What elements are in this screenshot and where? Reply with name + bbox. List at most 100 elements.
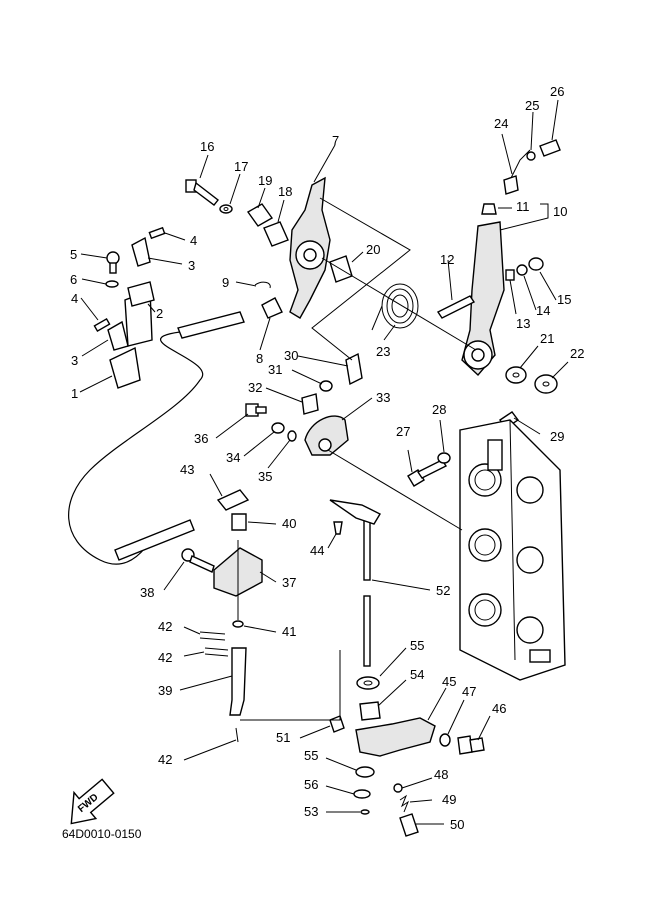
rod-24: [509, 149, 531, 181]
callout-25: 25: [525, 98, 539, 113]
callout-18: 18: [278, 184, 292, 199]
link-rod-39: [229, 647, 247, 716]
callout-36: 36: [194, 431, 208, 446]
callout-41: 41: [282, 624, 296, 639]
collar-19: [246, 203, 274, 227]
callout-15: 15: [557, 292, 571, 307]
callout-10: 10: [553, 204, 567, 219]
plug-50: [399, 813, 419, 837]
callout-21: 21: [540, 331, 554, 346]
bolt-5: [106, 251, 120, 274]
collar-32: [301, 393, 319, 415]
callout-55-lower: 55: [304, 748, 318, 763]
clip-42-b: [204, 647, 229, 657]
lever-45: [355, 717, 436, 757]
bolt-27: [407, 459, 448, 487]
bolt-36: [245, 403, 267, 417]
callout-30: 30: [284, 348, 298, 363]
clip-3-upper: [131, 236, 151, 267]
cable-sleeve-lower: [114, 519, 195, 561]
callout-3-upper: 3: [188, 258, 195, 273]
washer-47: [439, 733, 451, 747]
callout-28: 28: [432, 402, 446, 417]
callout-33: 33: [376, 390, 390, 405]
drawing-code: 64D0010-0150: [62, 827, 142, 841]
callout-52: 52: [436, 583, 450, 598]
callout-32: 32: [248, 380, 262, 395]
callout-14: 14: [536, 303, 550, 318]
callout-55-upper: 55: [410, 638, 424, 653]
collar-40: [231, 513, 247, 531]
cam-33-hub: [318, 438, 332, 452]
callout-3-lower: 3: [71, 353, 78, 368]
pin-4-upper: [148, 226, 166, 240]
pin-44: [333, 521, 343, 535]
callout-42-c: 42: [158, 752, 172, 767]
intake-manifold: [459, 419, 566, 681]
callout-42-b: 42: [158, 650, 172, 665]
ball-48: [393, 783, 403, 793]
lever-7-hole: [303, 248, 317, 262]
callout-6: 6: [70, 272, 77, 287]
cam-33: [304, 415, 349, 456]
washer-55-upper: [356, 676, 380, 690]
callout-27: 27: [396, 424, 410, 439]
clip-53: [360, 809, 370, 815]
cable-sleeve-upper: [177, 311, 245, 339]
rod-24-end: [503, 175, 519, 195]
callout-44: 44: [310, 543, 324, 558]
callout-23: 23: [376, 344, 390, 359]
bracket-2: [127, 281, 155, 307]
bolt-46: [457, 735, 485, 755]
screw-51: [329, 715, 345, 733]
cap-15: [528, 257, 544, 271]
callout-5: 5: [70, 247, 77, 262]
callout-46: 46: [492, 701, 506, 716]
bushing-18: [263, 221, 289, 247]
callout-34: 34: [226, 450, 240, 465]
washer-22: [534, 374, 558, 394]
lever-10-hole: [471, 348, 485, 362]
ball-joint-8: [261, 297, 283, 319]
callout-50: 50: [450, 817, 464, 832]
callout-29: 29: [550, 429, 564, 444]
callout-16: 16: [200, 139, 214, 154]
spring-13: [505, 269, 515, 281]
callout-47: 47: [462, 684, 476, 699]
callout-26: 26: [550, 84, 564, 99]
callout-labels: 1 2 3 3 4 4 5 6 7 8 9 10 11 12 13 14 15 …: [70, 84, 584, 832]
bolt-38: [181, 548, 215, 573]
callout-35: 35: [258, 469, 272, 484]
throttle-cable: [68, 331, 204, 565]
callout-51: 51: [276, 730, 290, 745]
callout-53: 53: [304, 804, 318, 819]
callout-1: 1: [71, 386, 78, 401]
callout-38: 38: [140, 585, 154, 600]
callout-56: 56: [304, 777, 318, 792]
callout-43: 43: [180, 462, 194, 477]
bolt-16: [185, 179, 219, 206]
callout-4-lower: 4: [71, 291, 78, 306]
callout-37: 37: [282, 575, 296, 590]
callout-11: 11: [516, 199, 530, 214]
spring-23: [371, 283, 419, 331]
leader-lines: [79, 99, 569, 825]
washer-55-lower: [355, 766, 375, 778]
ball-joint-30: [345, 352, 363, 386]
callout-4-upper: 4: [190, 233, 197, 248]
callout-48: 48: [434, 767, 448, 782]
callout-39: 39: [158, 683, 172, 698]
bolt-12: [436, 295, 476, 319]
nut-25: [526, 151, 536, 161]
callout-9: 9: [222, 275, 229, 290]
pin-4-lower: [93, 317, 111, 333]
callout-20: 20: [366, 242, 380, 257]
callout-19: 19: [258, 173, 272, 188]
callout-13: 13: [516, 316, 530, 331]
washer-41: [232, 620, 244, 628]
callout-22: 22: [570, 346, 584, 361]
collar-34: [271, 422, 285, 434]
callout-31: 31: [268, 362, 282, 377]
